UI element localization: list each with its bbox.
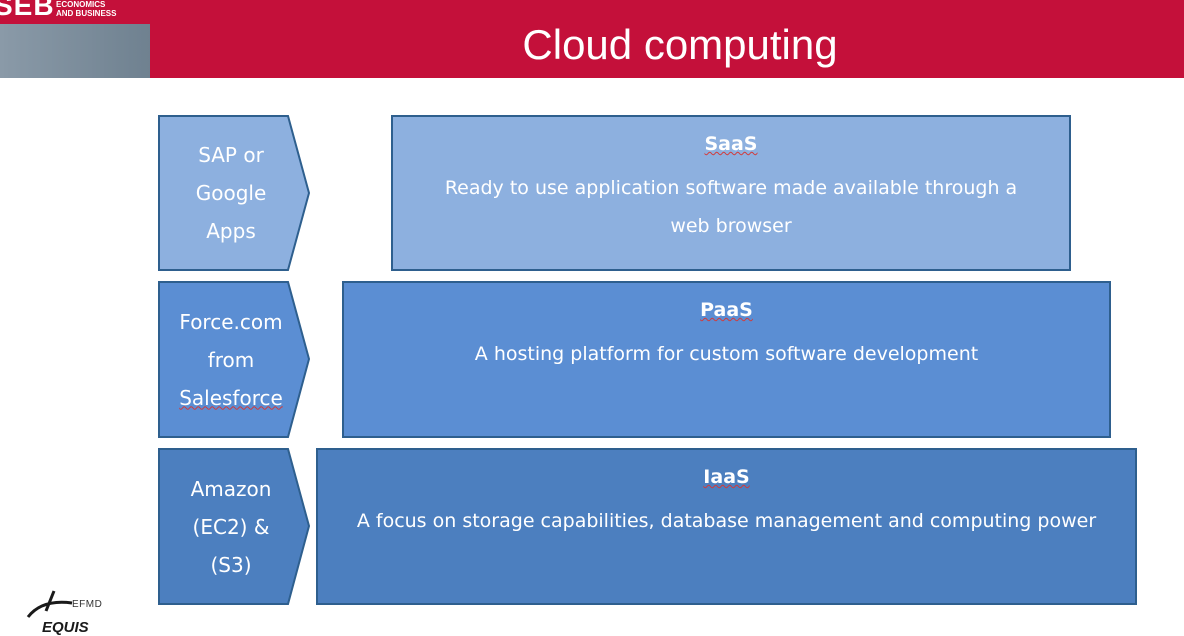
layer-name: IaaS bbox=[703, 466, 750, 488]
page-title: Cloud computing bbox=[522, 21, 838, 68]
layer-desc-line: A focus on storage capabilities, databas… bbox=[356, 510, 1097, 532]
layer-desc-line: web browser bbox=[670, 215, 792, 237]
layer-name: SaaS bbox=[704, 133, 758, 155]
example-arrow-paas: Force.com from Salesforce bbox=[158, 281, 310, 438]
paas-layer: PaaS A hosting platform for custom softw… bbox=[342, 281, 1111, 438]
logo-sub-line2: AND BUSINESS bbox=[56, 9, 117, 18]
arrow-shape bbox=[158, 281, 310, 438]
example-line: (S3) bbox=[210, 552, 252, 577]
arrow-shape bbox=[158, 115, 310, 271]
logo-sub-line1: ECONOMICS bbox=[56, 0, 106, 9]
example-line: Amazon bbox=[190, 476, 272, 501]
example-text: Force.com from Salesforce bbox=[158, 281, 304, 438]
example-line: (EC2) & bbox=[192, 514, 270, 539]
example-line: Salesforce bbox=[179, 385, 283, 410]
example-line: Force.com bbox=[179, 309, 283, 334]
swoosh-icon bbox=[26, 590, 73, 618]
layer-desc-line: A hosting platform for custom software d… bbox=[474, 343, 979, 365]
header-bar bbox=[0, 0, 1184, 78]
example-arrow-saas: SAP or Google Apps bbox=[158, 115, 310, 271]
example-line: from bbox=[207, 347, 255, 372]
layer-description: Ready to use application software made a… bbox=[393, 169, 1069, 245]
equis-label: EQUIS bbox=[42, 619, 89, 636]
example-line: SAP or bbox=[198, 143, 264, 167]
example-line: Google bbox=[195, 181, 267, 205]
logo-red-strip bbox=[0, 0, 150, 24]
example-arrow-iaas: Amazon (EC2) & (S3) bbox=[158, 448, 310, 605]
equis-logo: EFMD EQUIS bbox=[10, 585, 120, 636]
example-line: Apps bbox=[206, 219, 256, 243]
saas-layer: SaaS Ready to use application software m… bbox=[391, 115, 1071, 271]
logo-sub-text: ECONOMICS AND BUSINESS bbox=[56, 0, 116, 18]
example-text: Amazon (EC2) & (S3) bbox=[158, 448, 304, 605]
example-text: SAP or Google Apps bbox=[158, 115, 304, 271]
logo-gray-block bbox=[0, 24, 150, 78]
logo-main-text: SEB bbox=[0, 0, 55, 21]
layer-description: A hosting platform for custom software d… bbox=[344, 335, 1109, 373]
seb-logo: SEB ECONOMICS AND BUSINESS bbox=[0, 0, 150, 78]
iaas-layer: IaaS A focus on storage capabilities, da… bbox=[316, 448, 1137, 605]
layer-description: A focus on storage capabilities, databas… bbox=[318, 502, 1135, 540]
arrow-shape bbox=[158, 448, 310, 605]
layer-desc-line: Ready to use application software made a… bbox=[444, 177, 1018, 199]
layer-name: PaaS bbox=[700, 299, 753, 321]
efmd-label: EFMD bbox=[72, 599, 103, 610]
